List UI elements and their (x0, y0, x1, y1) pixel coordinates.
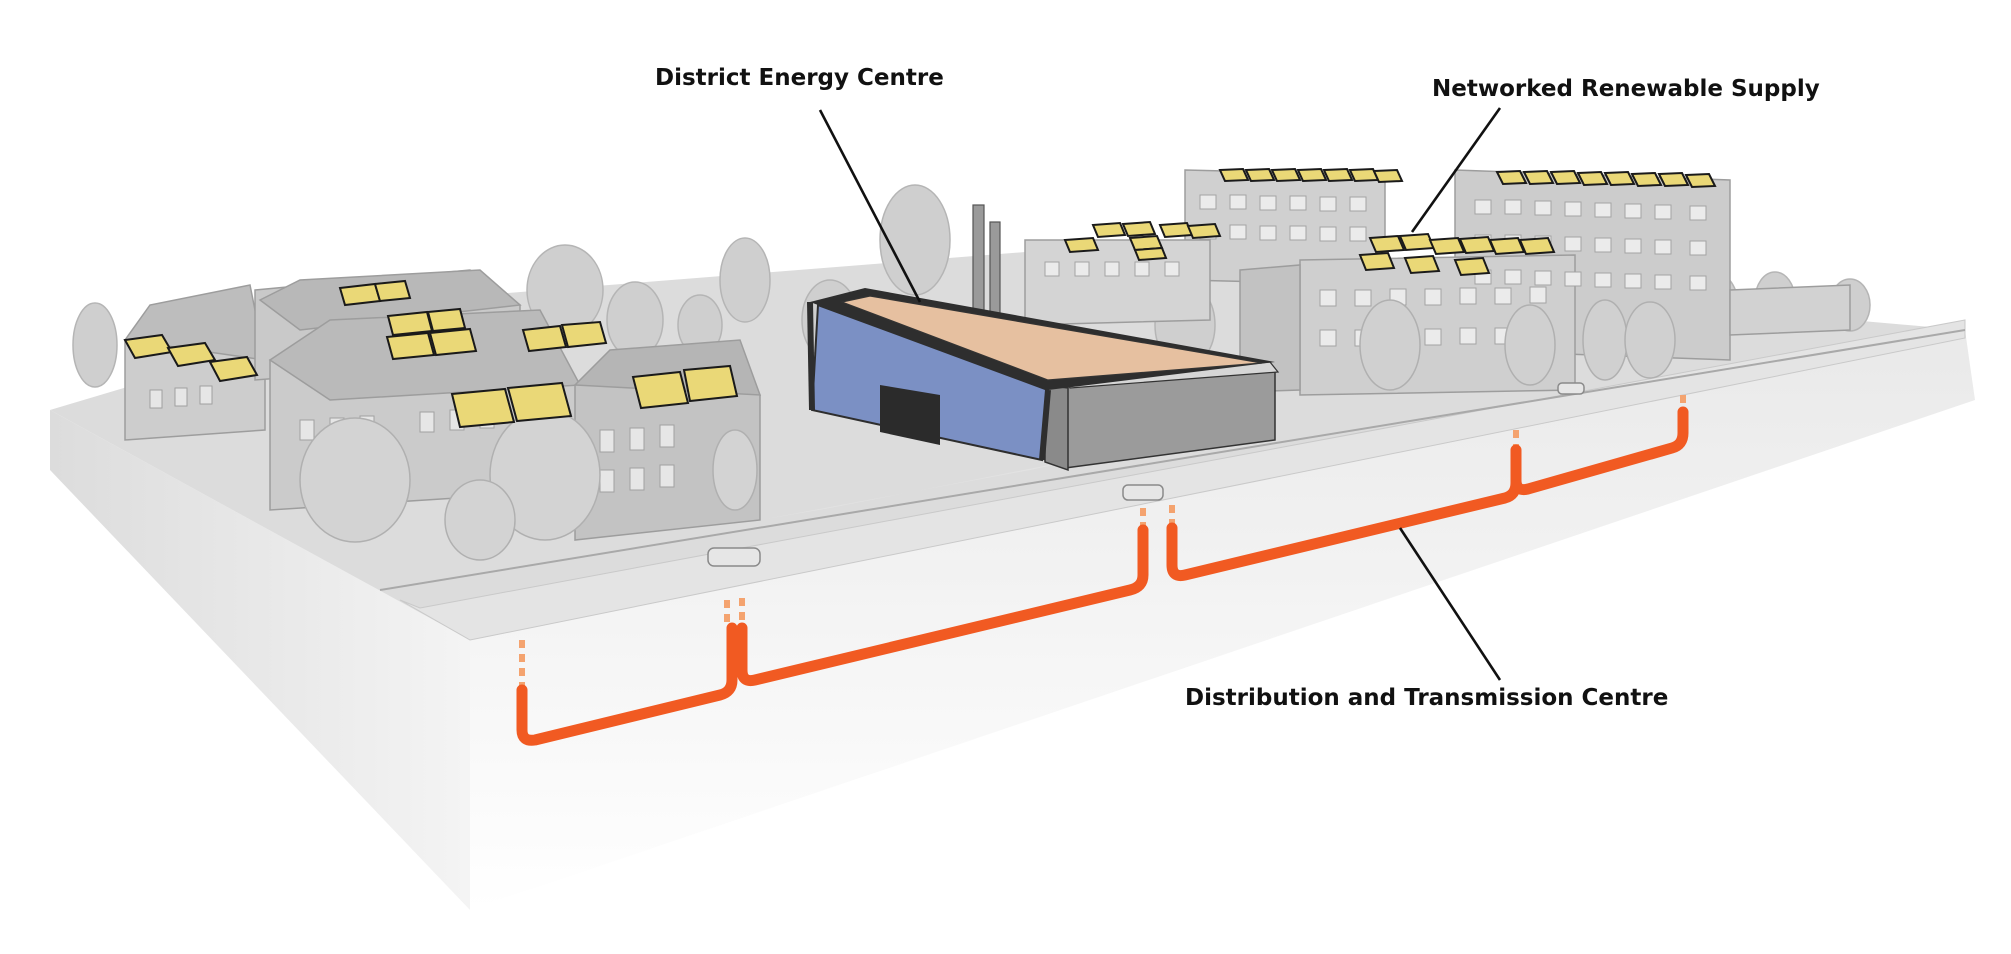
solar-panel-icon (385, 331, 436, 361)
solar-panel-icon (1091, 221, 1127, 239)
foreground-trees-right (1359, 299, 1676, 391)
solar-panel-icon (386, 310, 434, 337)
ground-left-face (50, 410, 470, 910)
solar-panel-icon (1244, 167, 1276, 183)
solar-panel-icon (1186, 222, 1222, 240)
solar-panel-icon (426, 307, 467, 333)
solar-panel-icon (373, 279, 412, 303)
leader-line-distribution-transmission (1398, 527, 1502, 681)
pipe-segment (736, 524, 1149, 686)
solar-panel-icon (521, 324, 568, 353)
label-distribution-transmission-centre: Distribution and Transmission Centre (1185, 685, 1668, 711)
street-strip (399, 319, 1966, 641)
solar-panels (123, 167, 1717, 429)
solar-panel-icon (1398, 232, 1436, 252)
solar-panel-icon (1368, 234, 1406, 254)
solar-panel-icon (560, 320, 608, 349)
solar-panel-icon (1358, 251, 1396, 272)
leader-line-district-energy-centre (818, 109, 922, 303)
ground-front-face (470, 330, 1975, 910)
label-district-energy-centre: District Energy Centre (655, 65, 944, 91)
solar-panel-icon (1296, 167, 1328, 183)
leader-line-networked-renewable-supply (1410, 107, 1502, 233)
pipe-segment (1510, 406, 1689, 496)
glass-facade-dark (880, 385, 940, 445)
solar-panel-icon (1121, 220, 1157, 238)
frame-edge (1039, 389, 1051, 461)
solar-panel-icon (1428, 236, 1466, 256)
solar-panel-icon (1133, 246, 1168, 262)
pipe-segment (516, 622, 738, 746)
solar-panel-icon (1603, 170, 1636, 187)
solar-panel-icon (1322, 167, 1354, 183)
solar-panel-icon (1270, 167, 1302, 183)
energy-centre-roof (839, 295, 1263, 381)
solar-panel-icon (208, 355, 259, 383)
street-edge-line (379, 329, 1966, 591)
solar-panel-icon (450, 387, 516, 429)
district-energy-centre-building (807, 204, 1280, 472)
solar-panel-icon (1372, 168, 1404, 184)
solar-panel-icon (1684, 172, 1717, 189)
solar-panel-icon (506, 381, 573, 423)
solar-panel-icon (1453, 256, 1491, 277)
distribution-pipes (516, 395, 1689, 746)
solar-panel-icon (1576, 170, 1609, 187)
solar-panel-icon (1522, 169, 1555, 186)
solar-panel-icon (682, 364, 739, 403)
solar-panel-icon (166, 341, 217, 368)
label-networked-renewable-supply: Networked Renewable Supply (1432, 76, 1820, 102)
solar-panel-icon (1403, 254, 1441, 275)
solar-panel-icon (338, 282, 382, 307)
solar-panel-icon (1495, 169, 1528, 186)
solar-panel-icon (1518, 236, 1556, 256)
cars (707, 382, 1585, 567)
solar-panel-icon (1630, 171, 1663, 188)
solar-panel-icon (1063, 236, 1100, 254)
foreground-trees-left (299, 409, 758, 561)
chimney (972, 204, 985, 326)
solar-panel-icon (1657, 171, 1690, 188)
frame-edge (807, 301, 815, 411)
solar-panel-icon (1218, 167, 1250, 183)
solar-panel-icon (1488, 236, 1526, 256)
solar-panel-icon (428, 327, 478, 357)
solar-panel-icon (631, 370, 690, 410)
solar-panel-icon (1549, 169, 1582, 186)
